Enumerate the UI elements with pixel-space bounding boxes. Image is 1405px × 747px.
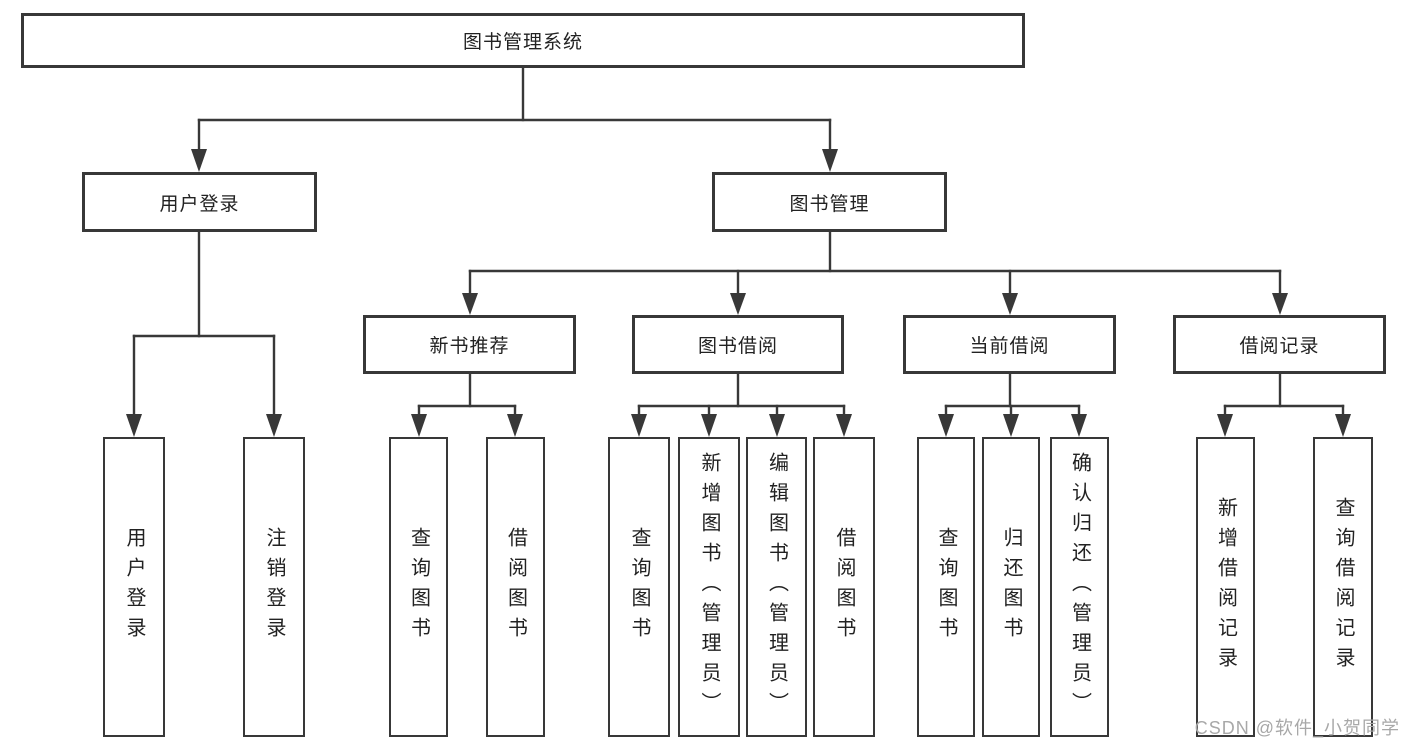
leaf-query-books-recommend: 查询图书 [389,437,448,737]
node-label: 图书管理系统 [462,32,583,53]
connector-user-login-to-leaves [126,230,282,437]
connector-book-borrow-to-leaves [631,372,852,437]
leaf-return-book: 归还图书 [982,437,1040,737]
leaf-user-login: 用户登录 [103,437,165,737]
node-label: 当前借阅 [969,336,1050,357]
leaf-borrow-books-recommend: 借阅图书 [486,437,545,737]
leaf-edit-book-admin: 编辑图书（管理员） [746,437,807,737]
node-label: 查询借阅记录 [1332,497,1354,677]
connector-root-to-level2 [191,66,838,172]
node-label: 借阅记录 [1239,336,1320,357]
node-label: 查询图书 [407,527,430,647]
node-book-management: 图书管理 [712,172,947,232]
node-label: 借阅图书 [833,527,855,647]
node-label: 编辑图书（管理员） [765,452,788,722]
node-current-borrow: 当前借阅 [903,315,1116,374]
leaf-query-borrow-record: 查询借阅记录 [1313,437,1373,737]
connector-current-borrow-to-leaves [938,372,1087,437]
leaf-add-borrow-record: 新增借阅记录 [1196,437,1255,737]
connector-borrow-records-to-leaves [1217,372,1351,437]
csdn-watermark: CSDN @软件_小贺同学 [1194,718,1400,738]
node-book-borrow: 图书借阅 [632,315,844,374]
node-label: 确认归还（管理员） [1068,452,1091,722]
node-label: 新增借阅记录 [1214,497,1237,677]
leaf-query-books-borrow: 查询图书 [608,437,670,737]
leaf-add-book-admin: 新增图书（管理员） [678,437,740,737]
node-label: 归还图书 [1000,527,1022,647]
node-label: 新增图书（管理员） [698,452,720,722]
node-user-login: 用户登录 [82,172,317,232]
node-label: 图书借阅 [697,336,778,357]
node-label: 用户登录 [159,193,240,215]
node-label: 用户登录 [123,527,145,647]
node-new-book-recommend: 新书推荐 [363,315,576,374]
leaf-confirm-return-admin: 确认归还（管理员） [1050,437,1109,737]
leaf-query-books-current: 查询图书 [917,437,975,737]
node-label: 新书推荐 [429,336,510,357]
node-borrow-records: 借阅记录 [1173,315,1386,374]
connector-new-book-recommend-to-leaves [411,372,523,437]
node-label: 借阅图书 [504,527,527,647]
node-label: 查询图书 [935,527,957,647]
leaf-borrow-books: 借阅图书 [813,437,875,737]
leaf-logout: 注销登录 [243,437,305,737]
node-label: 查询图书 [628,527,650,647]
node-root-system: 图书管理系统 [21,13,1025,68]
node-label: 图书管理 [789,193,870,215]
connector-book-management-to-level3 [462,230,1288,315]
node-label: 注销登录 [263,527,285,647]
